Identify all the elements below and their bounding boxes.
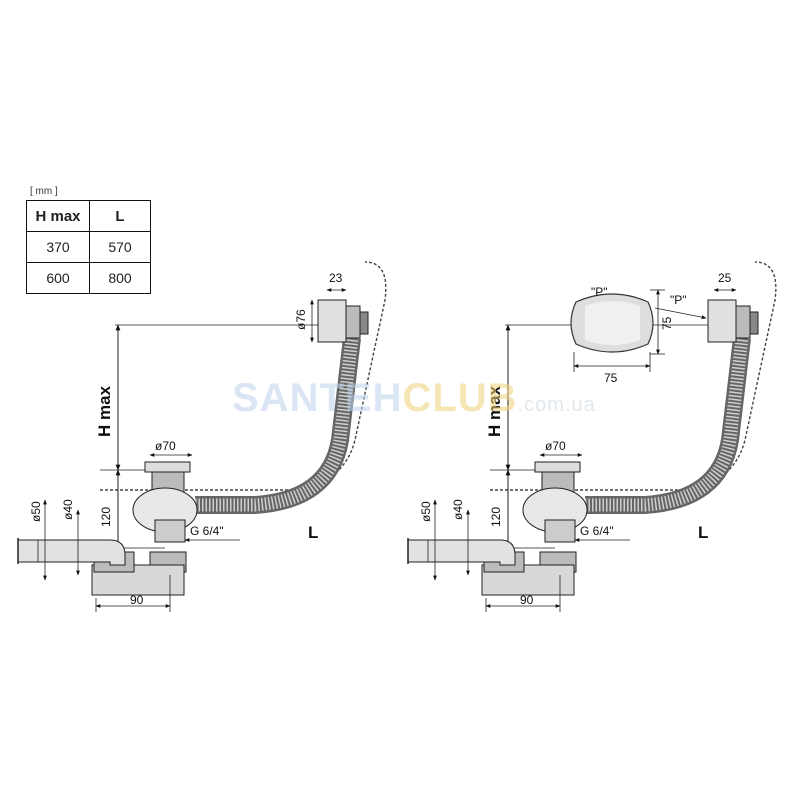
table-row: 600 800: [26, 262, 151, 294]
cap-width: 75: [604, 371, 618, 385]
hmax-label-left: H max: [95, 385, 114, 437]
outlet-pipe-left: [17, 539, 126, 566]
table-cell: 800: [89, 262, 151, 294]
pipe-outer-left: ø50: [29, 501, 43, 522]
watermark-part2: CLUB: [402, 376, 518, 420]
watermark-logo: SANTEHCLUB.com.ua: [232, 376, 596, 421]
table-unit-label: [ mm ]: [30, 186, 58, 197]
cap-height: 75: [660, 316, 674, 330]
drain-head-left: [144, 461, 191, 473]
table-row: 370 570: [26, 231, 151, 263]
height-120-left: 120: [99, 507, 113, 527]
overflow-depth-left: 23: [329, 271, 343, 285]
table-cell: 600: [26, 262, 90, 294]
outlet-pipe-right: [407, 539, 516, 566]
cap-label-p: "P": [591, 285, 608, 299]
width-90-right: 90: [520, 593, 534, 607]
table-header-hmax: H max: [26, 200, 90, 232]
watermark-part3: .com.ua: [517, 394, 596, 416]
drain-diam-right: ø70: [545, 439, 566, 453]
thread-right: G 6/4": [580, 524, 614, 538]
overflow-diam-left: ø76: [294, 309, 308, 330]
table-cell: 570: [89, 231, 151, 263]
pipe-outer-right: ø50: [419, 501, 433, 522]
watermark-part1: SANTEH: [232, 376, 403, 420]
left-assembly-view: [17, 261, 387, 612]
overflow-head-right: [707, 299, 737, 343]
table-header-row: H max L: [26, 200, 151, 232]
width-90-left: 90: [130, 593, 144, 607]
cap-pointer-p: "P": [670, 293, 687, 307]
hmax-label-right: H max: [485, 385, 504, 437]
pipe-inner-left: ø40: [61, 499, 75, 520]
right-assembly-view: [407, 261, 777, 612]
height-120-right: 120: [489, 507, 503, 527]
drain-head-right: [534, 461, 581, 473]
pipe-inner-right: ø40: [451, 499, 465, 520]
overflow-head-left: [317, 299, 347, 343]
l-label-right: L: [698, 523, 708, 542]
l-label-left: L: [308, 523, 318, 542]
table-cell: 370: [26, 231, 90, 263]
overflow-depth-right: 25: [718, 271, 732, 285]
thread-left: G 6/4": [190, 524, 224, 538]
table-header-l: L: [89, 200, 151, 232]
dimension-table: H max L 370 570 600 800: [26, 200, 151, 294]
drain-diam-left: ø70: [155, 439, 176, 453]
